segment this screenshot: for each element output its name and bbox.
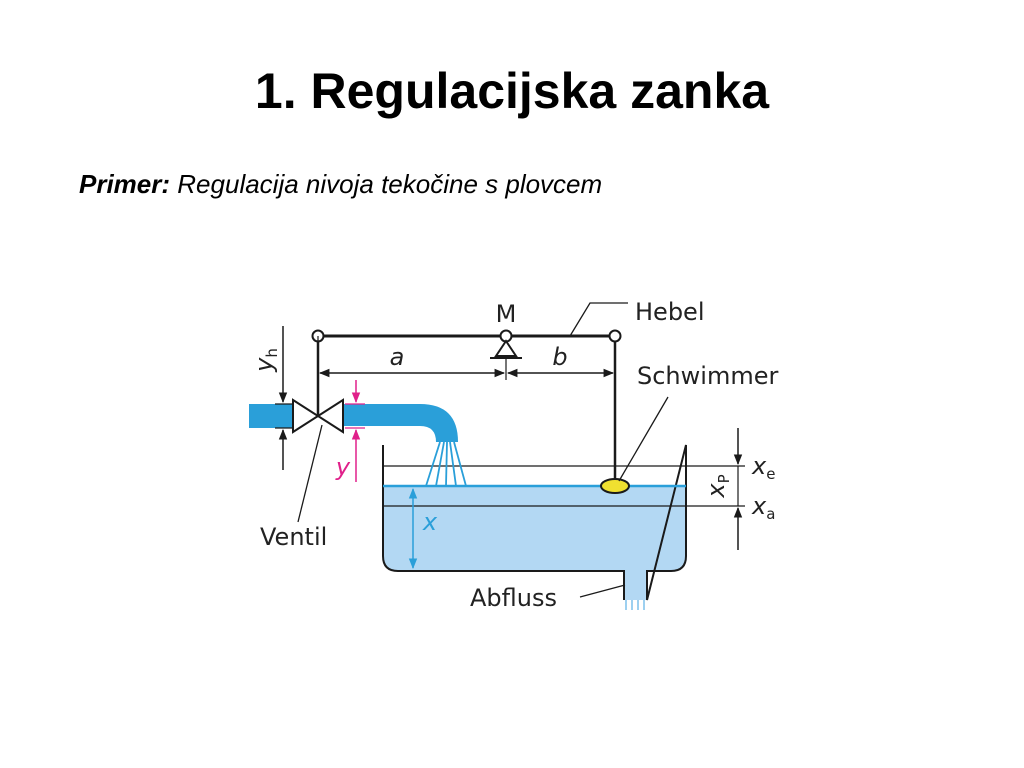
valve-leader — [297, 424, 323, 523]
band-label: xP — [702, 474, 733, 498]
inlet-pipe — [249, 404, 293, 428]
setpoint-label: xe — [751, 452, 775, 483]
tank-water — [383, 486, 686, 571]
outflow-leader — [579, 584, 626, 598]
float-stroke-label: y — [335, 453, 351, 481]
valve-icon — [292, 336, 344, 434]
page-title: 1. Regulacijska zanka — [254, 63, 770, 119]
outflow-drops — [625, 600, 645, 610]
pivot-label: M — [496, 300, 517, 328]
float-label: Schwimmer — [637, 362, 778, 390]
outflow-water — [624, 570, 647, 600]
arm-b-label: b — [552, 343, 567, 371]
valve-stroke-label: yh — [250, 348, 281, 373]
pivot-support-icon — [490, 339, 522, 359]
example-line: Primer: Regulacija nivoja tekočine s plo… — [79, 169, 602, 200]
inflow-spray — [425, 441, 467, 487]
lever-leader — [569, 302, 628, 337]
lever-joint-right — [608, 329, 622, 343]
float-leader — [618, 396, 669, 482]
valve-label: Ventil — [260, 523, 327, 551]
tank-outline — [382, 444, 687, 601]
float-icon — [600, 478, 630, 494]
actual-level-label: xa — [751, 492, 775, 523]
level-label: x — [422, 508, 438, 536]
example-text: Regulacija nivoja tekočine s plovcem — [177, 169, 603, 199]
lever-label: Hebel — [635, 298, 704, 326]
outflow-label: Abfluss — [470, 584, 557, 612]
example-label: Primer: — [79, 169, 171, 199]
arm-a-label: a — [390, 343, 405, 371]
outlet-pipe — [343, 404, 458, 442]
